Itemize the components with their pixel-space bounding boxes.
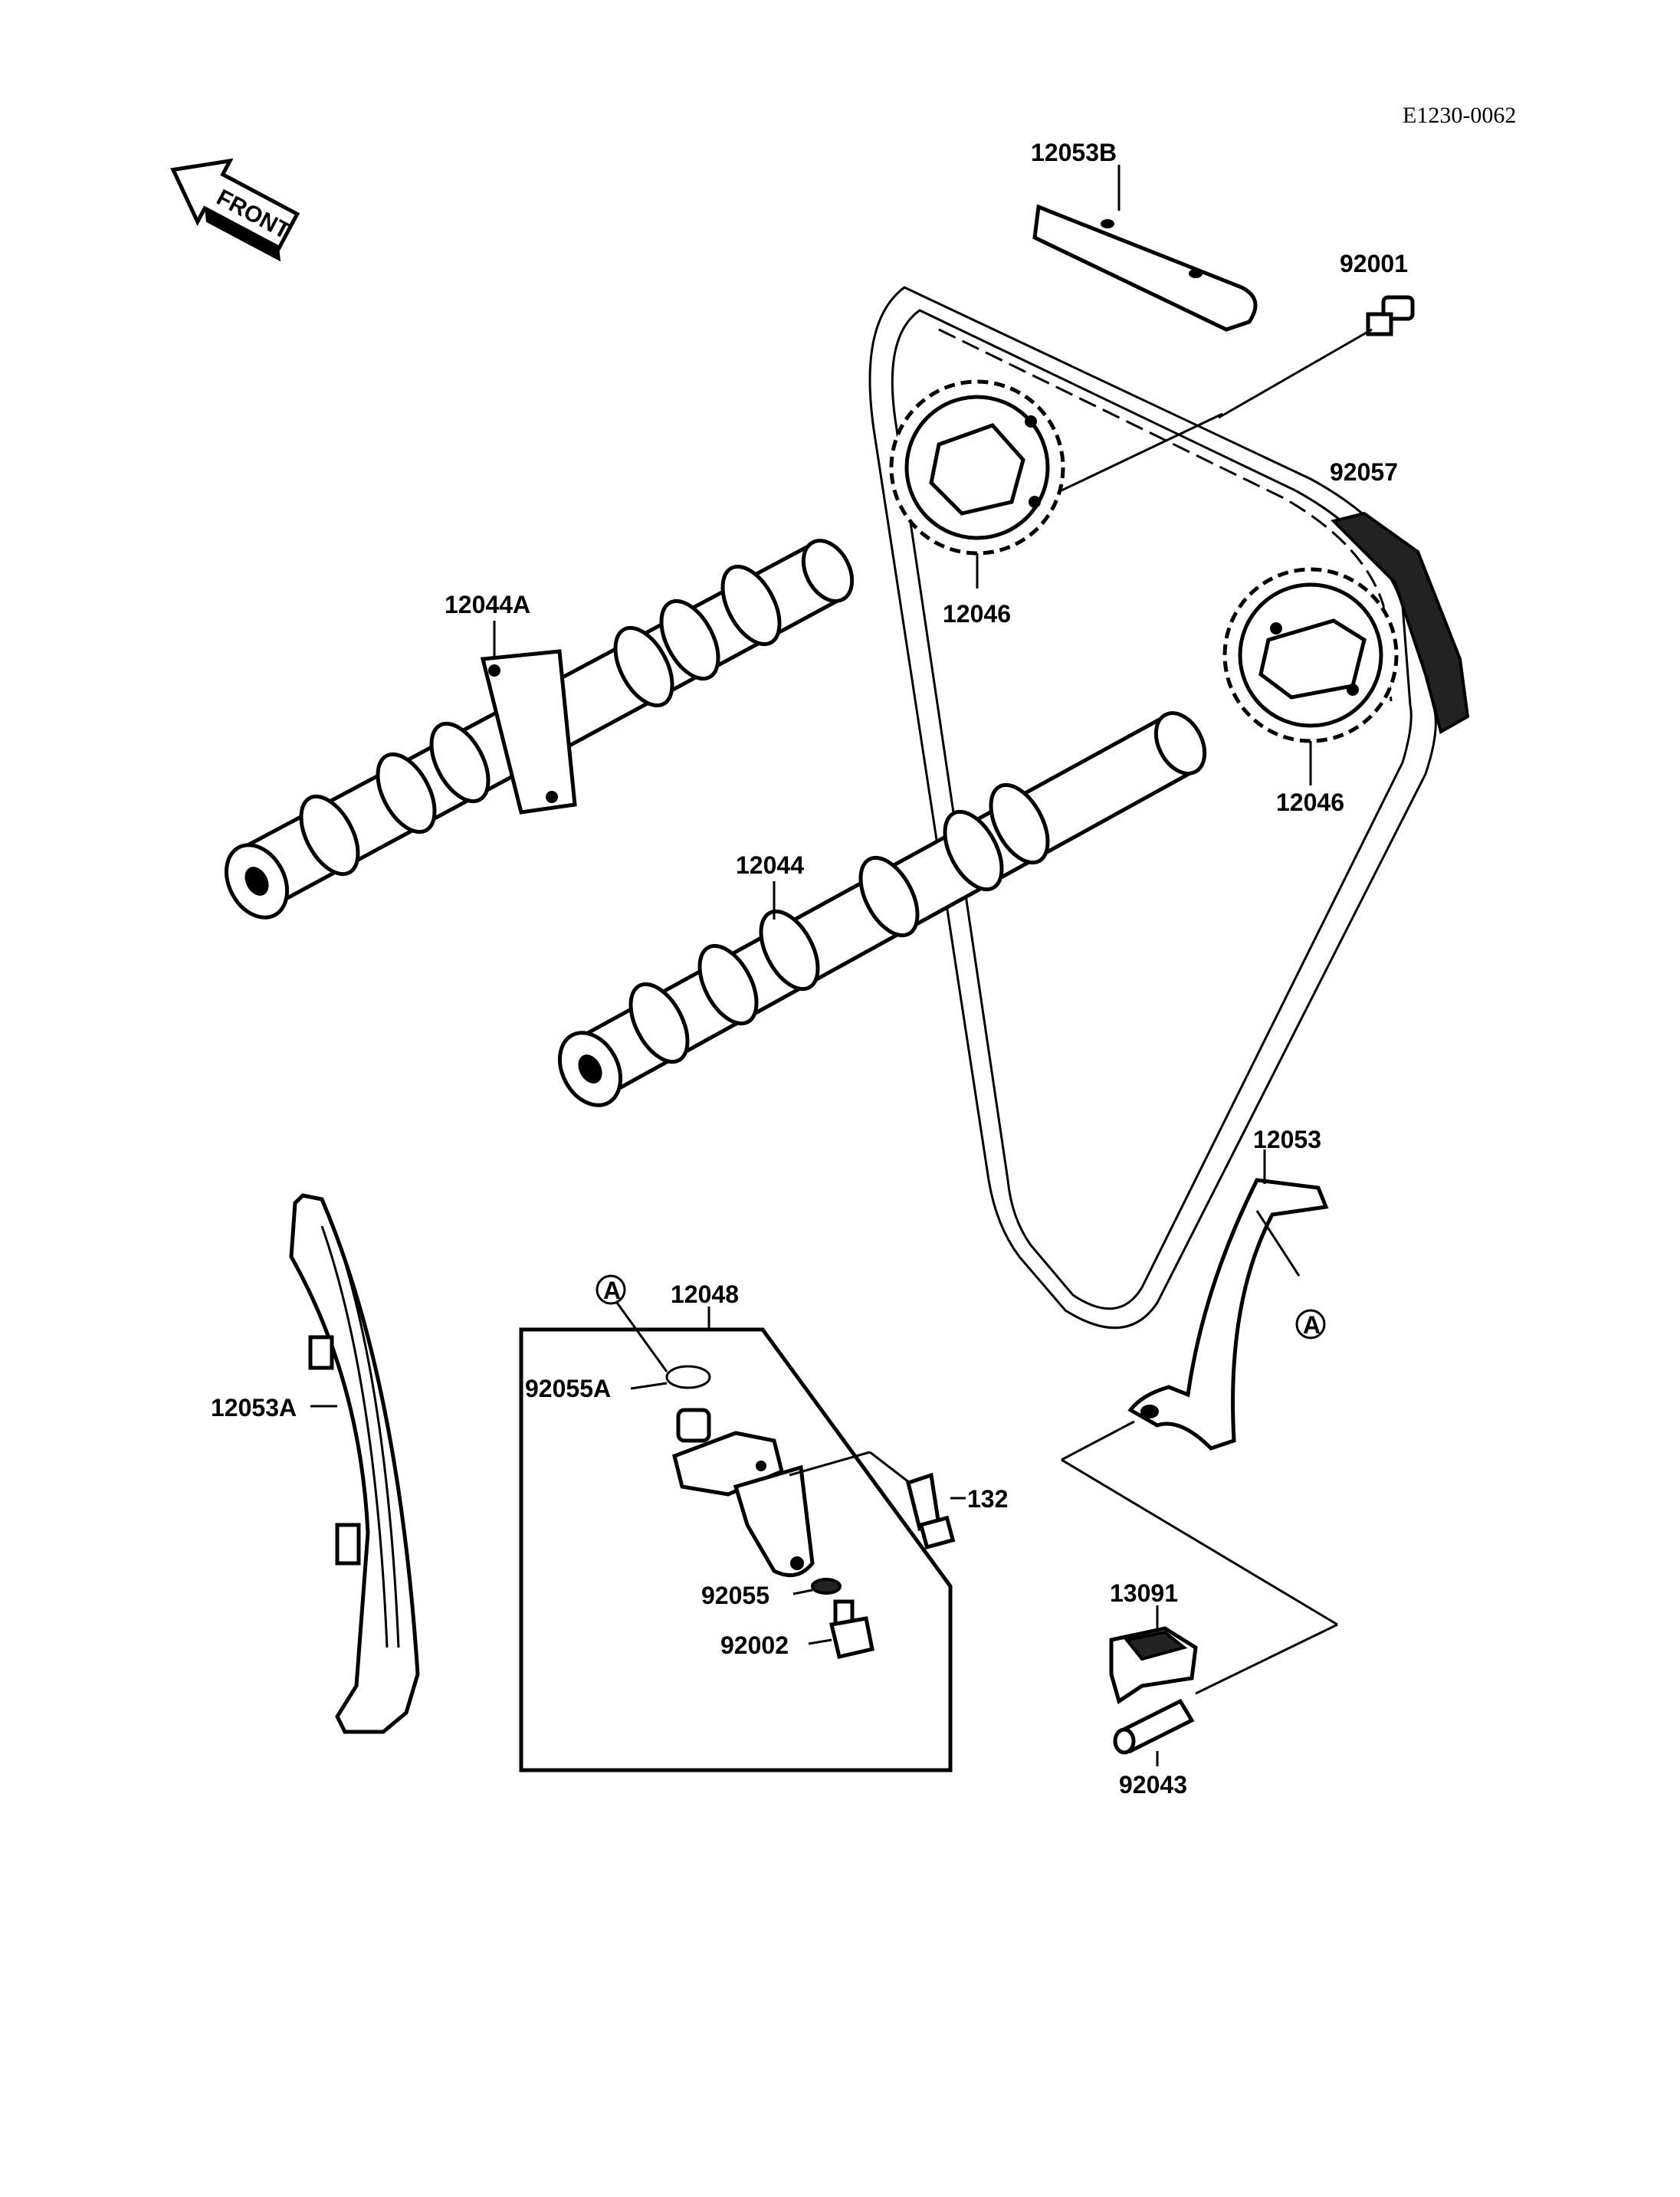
bolt-132 (906, 1472, 966, 1549)
cam-chain (868, 286, 1470, 1330)
label-12053: 12053 (1253, 1126, 1321, 1153)
label-132: 132 (967, 1485, 1008, 1513)
upper-sprocket-12046 (889, 379, 1223, 589)
oring-92055A (665, 1365, 711, 1389)
label-12053B: 12053B (1031, 139, 1117, 166)
tensioner-body (672, 1408, 920, 1578)
pad-13091 (1109, 1605, 1198, 1704)
front-chain-guide-12053A (289, 1193, 420, 1734)
front-arrow-icon: FRONT (170, 158, 300, 262)
bolt-92002 (808, 1599, 874, 1659)
label-92055A: 92055A (525, 1375, 611, 1402)
label-13091: 13091 (1110, 1579, 1178, 1607)
label-92002: 92002 (720, 1631, 789, 1659)
label-92001: 92001 (1340, 250, 1408, 277)
label-12044A: 12044A (445, 591, 530, 618)
ref-A-right: A (1303, 1311, 1321, 1339)
camshaft-12044 (557, 711, 1207, 1107)
label-12046-upper: 12046 (943, 600, 1011, 628)
label-12046-lower: 12046 (1276, 789, 1344, 816)
diagram-code: E1230-0062 (1403, 103, 1516, 128)
bolt-92001 (1218, 295, 1415, 419)
ref-A-left: A (603, 1277, 621, 1304)
camshaft-12044A (224, 539, 855, 920)
label-12048: 12048 (671, 1280, 739, 1308)
label-92055: 92055 (701, 1582, 769, 1609)
tensioner-box (519, 1307, 953, 1772)
upper-chain-guide-12053B (1032, 165, 1258, 332)
label-12053A: 12053A (211, 1394, 297, 1421)
lower-sprocket-12046 (1222, 567, 1399, 785)
gasket-92055 (811, 1578, 842, 1595)
pin-92043 (1113, 1698, 1195, 1766)
label-12044: 12044 (736, 851, 804, 879)
label-92057: 92057 (1330, 458, 1398, 486)
label-92043: 92043 (1119, 1771, 1187, 1799)
rear-chain-guide-12053: A (1127, 1149, 1329, 1451)
